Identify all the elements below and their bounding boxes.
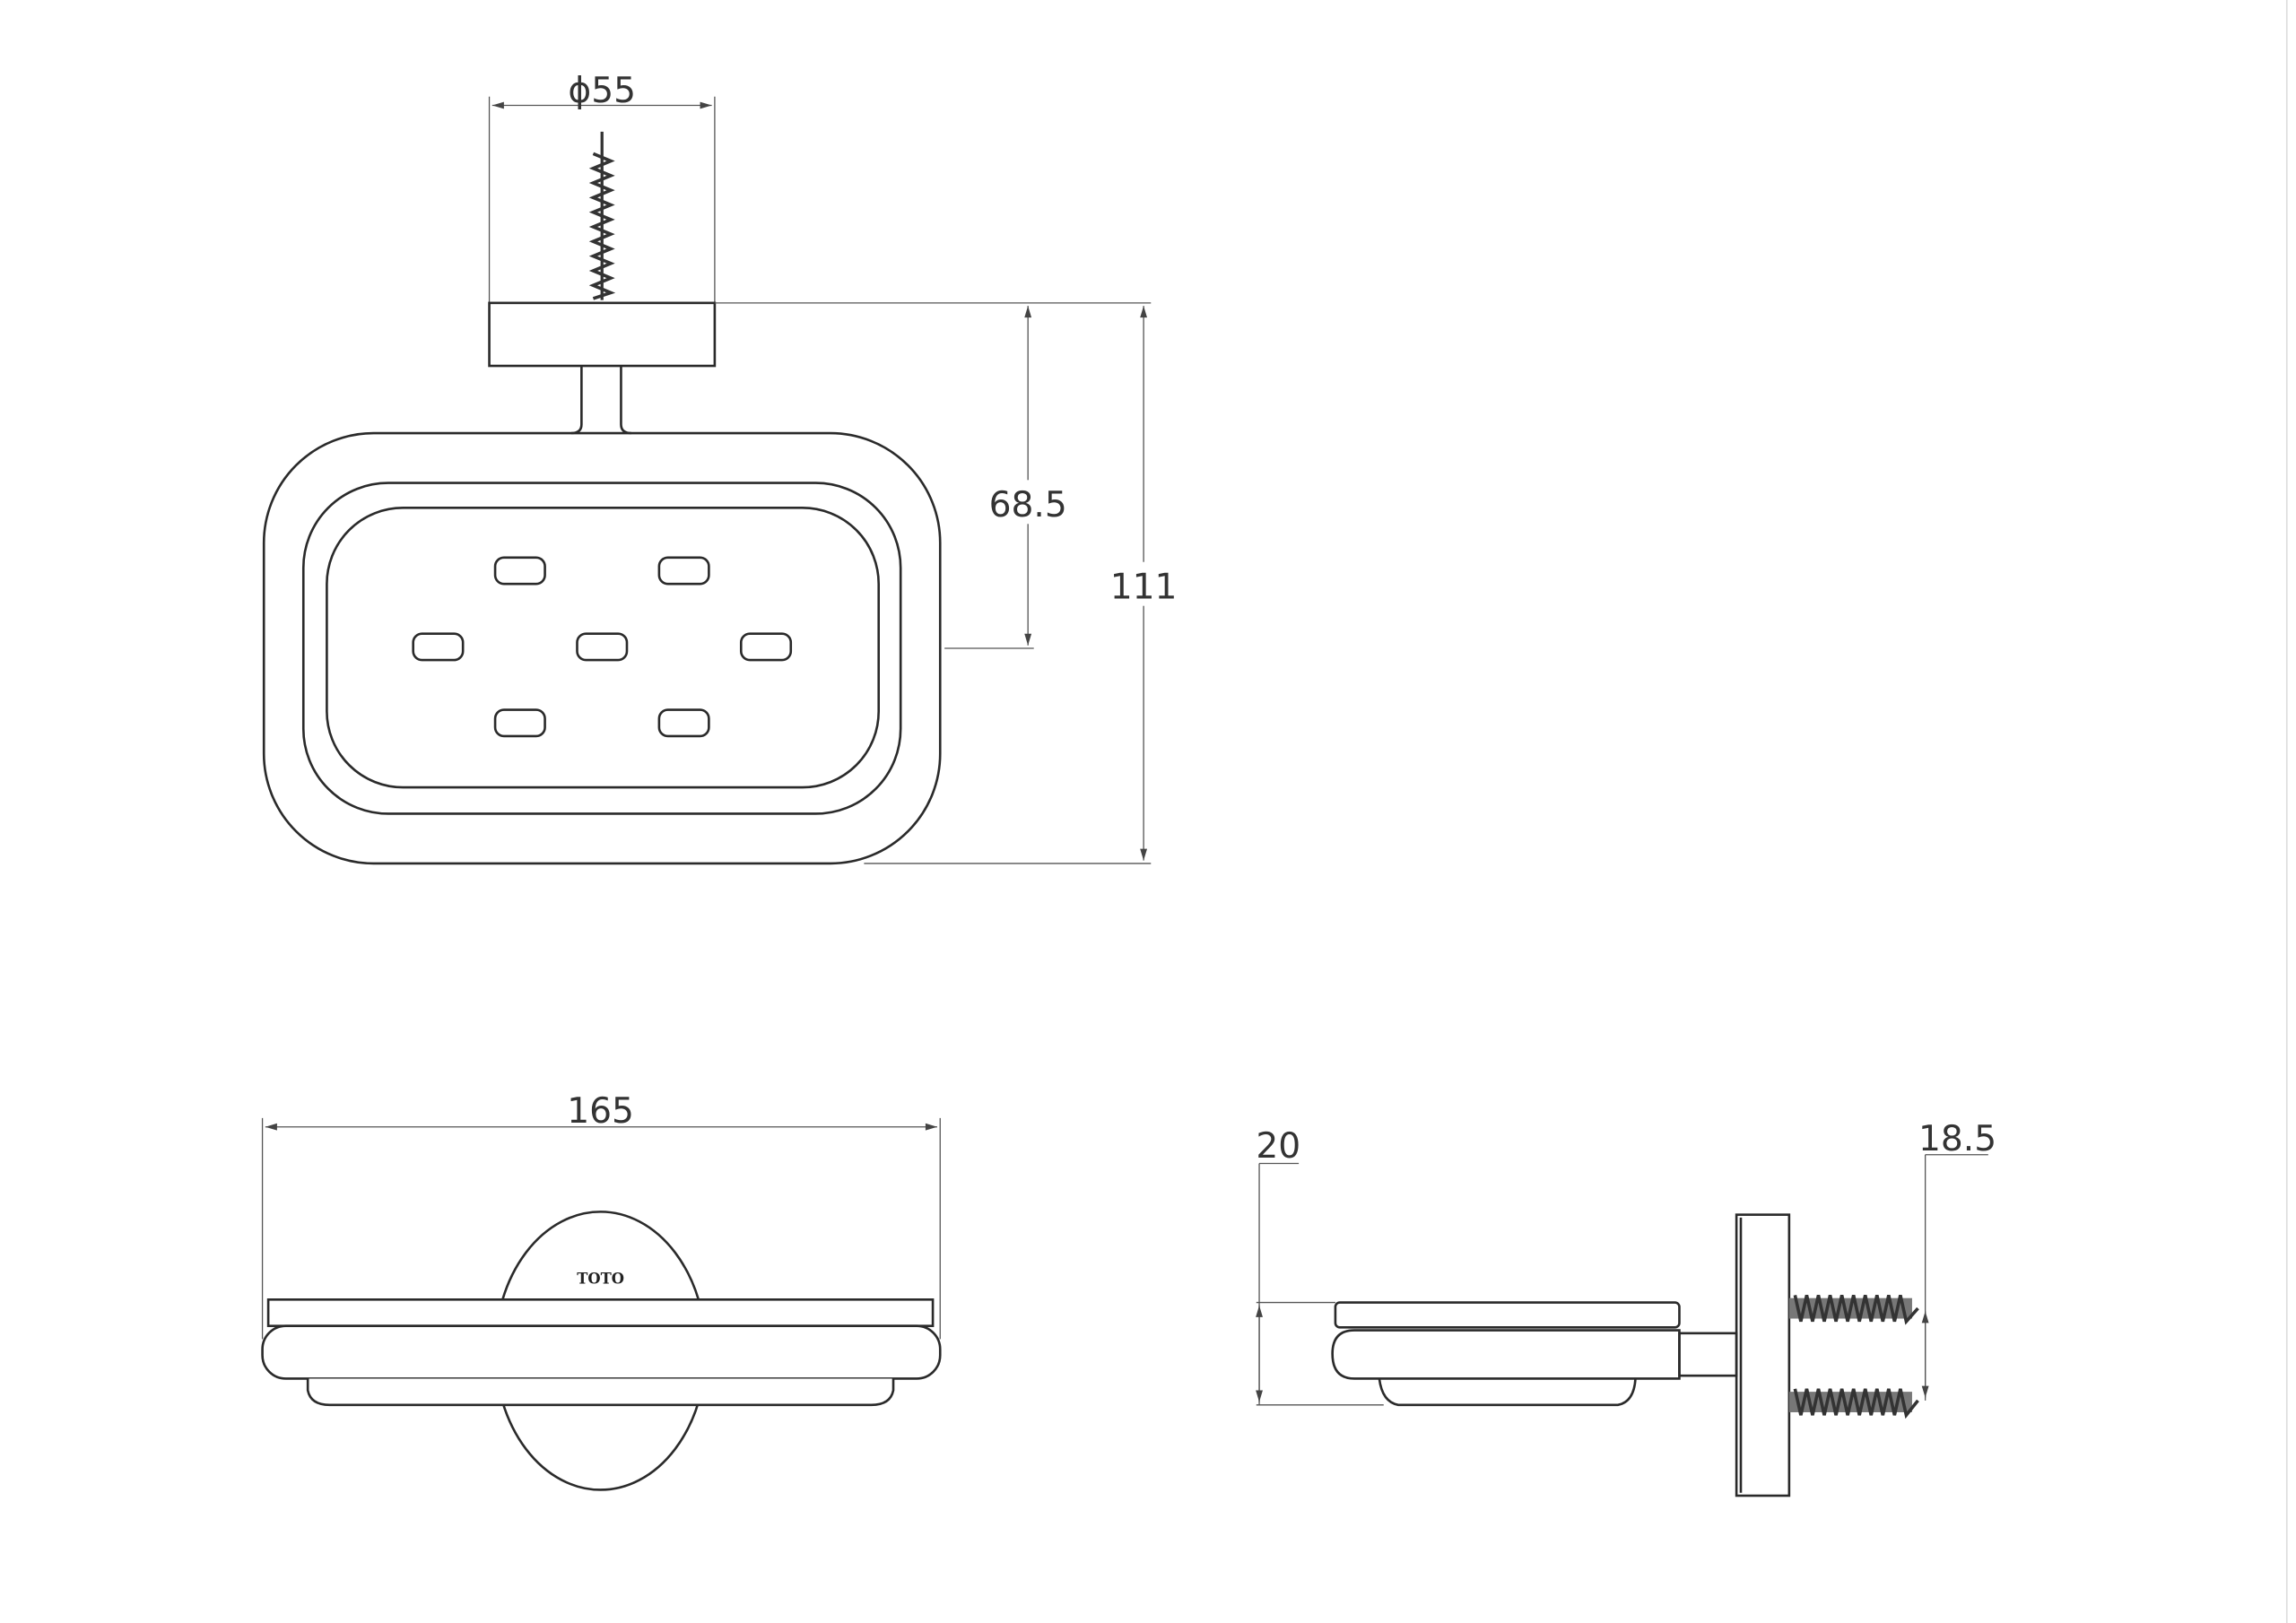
drain-slot <box>493 708 546 738</box>
top-view: ϕ55 68.5 111 <box>262 71 1178 865</box>
wall-flange <box>488 301 717 368</box>
stem <box>570 366 631 435</box>
dish-inner-tray <box>326 507 880 789</box>
drain-slot <box>657 708 710 738</box>
drain-slot <box>493 556 546 586</box>
drain-slots <box>412 556 793 738</box>
dimension-label-111: 111 <box>1110 568 1178 608</box>
toto-logo: TOTO <box>577 1270 624 1287</box>
side-view: 20 18.5 <box>1256 1119 1996 1497</box>
side-stem <box>1678 1332 1738 1377</box>
dimension-label-165: 165 <box>567 1091 634 1132</box>
drain-slot <box>576 632 629 662</box>
dish-middle-frame <box>301 482 902 815</box>
wall-screw-icon <box>1788 1295 1919 1325</box>
drain-slot <box>739 632 793 662</box>
dimension-label-18-5: 18.5 <box>1918 1119 1996 1159</box>
wood-screw-icon <box>588 131 616 300</box>
wall-screw-icon <box>1788 1388 1919 1419</box>
side-wall-plate <box>1735 1213 1791 1497</box>
dish-outer-frame <box>262 431 942 865</box>
drain-slot <box>412 632 465 662</box>
dimension-label-68-5: 68.5 <box>989 485 1067 525</box>
dimension-label-diameter: ϕ55 <box>568 71 636 111</box>
drain-slot <box>657 556 710 586</box>
front-view: 165 TOTO <box>261 1091 942 1491</box>
dimension-label-20: 20 <box>1256 1126 1300 1167</box>
